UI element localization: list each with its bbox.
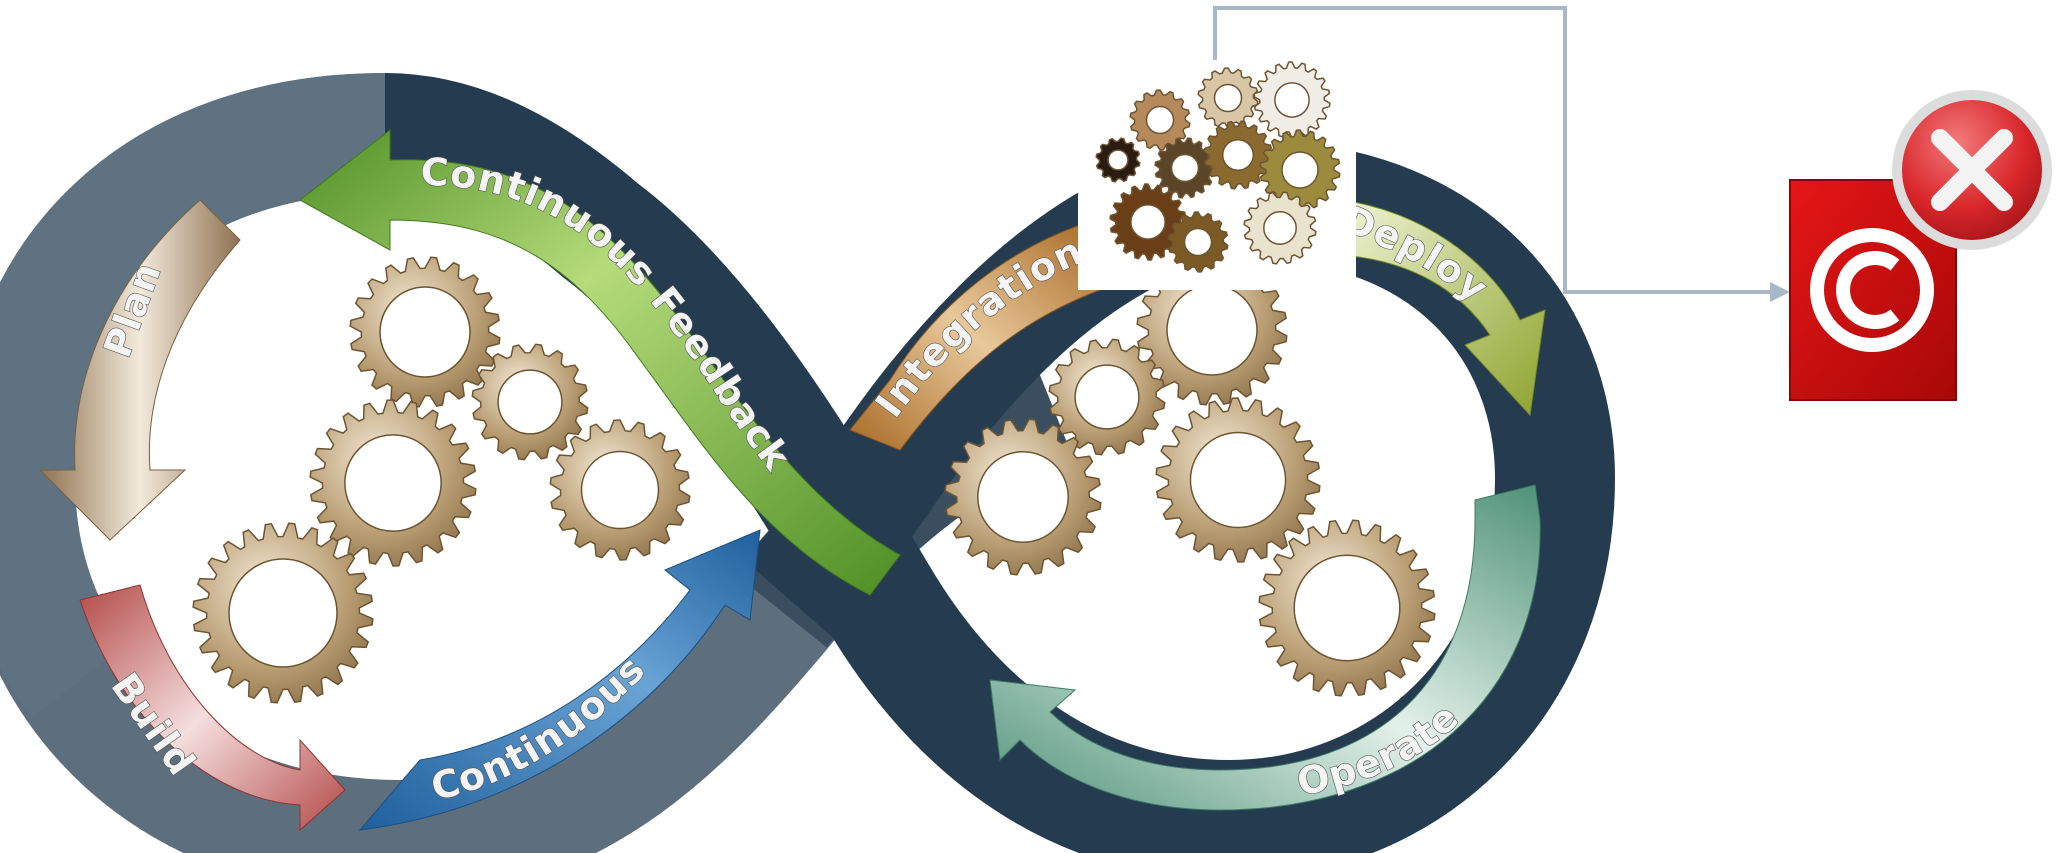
gear-icon	[1048, 338, 1166, 456]
gear-cluster	[192, 254, 1436, 704]
gear-icon	[1167, 211, 1229, 273]
gear-icon	[309, 399, 477, 567]
gear-icon	[1109, 183, 1187, 261]
gear-icon	[549, 419, 691, 561]
gear-icon	[1243, 191, 1317, 265]
gear-icon	[1258, 519, 1436, 697]
connector-arrow	[1213, 6, 1790, 302]
gear-icon	[192, 522, 374, 704]
gear-icon	[349, 256, 501, 408]
gear-icon	[1259, 129, 1341, 211]
gear-icon	[1095, 137, 1141, 183]
gear-icon	[944, 418, 1102, 576]
gear-icon	[1136, 254, 1288, 406]
gear-icon	[1197, 67, 1259, 129]
gear-icon	[1129, 89, 1191, 151]
gears-photo	[1078, 60, 1356, 290]
gear-icon	[1253, 61, 1331, 139]
gear-icon	[471, 343, 589, 461]
gear-icon	[1154, 137, 1216, 199]
gear-icon	[1203, 120, 1273, 190]
gear-icon	[1155, 397, 1321, 563]
close-icon[interactable]	[1892, 90, 2052, 250]
